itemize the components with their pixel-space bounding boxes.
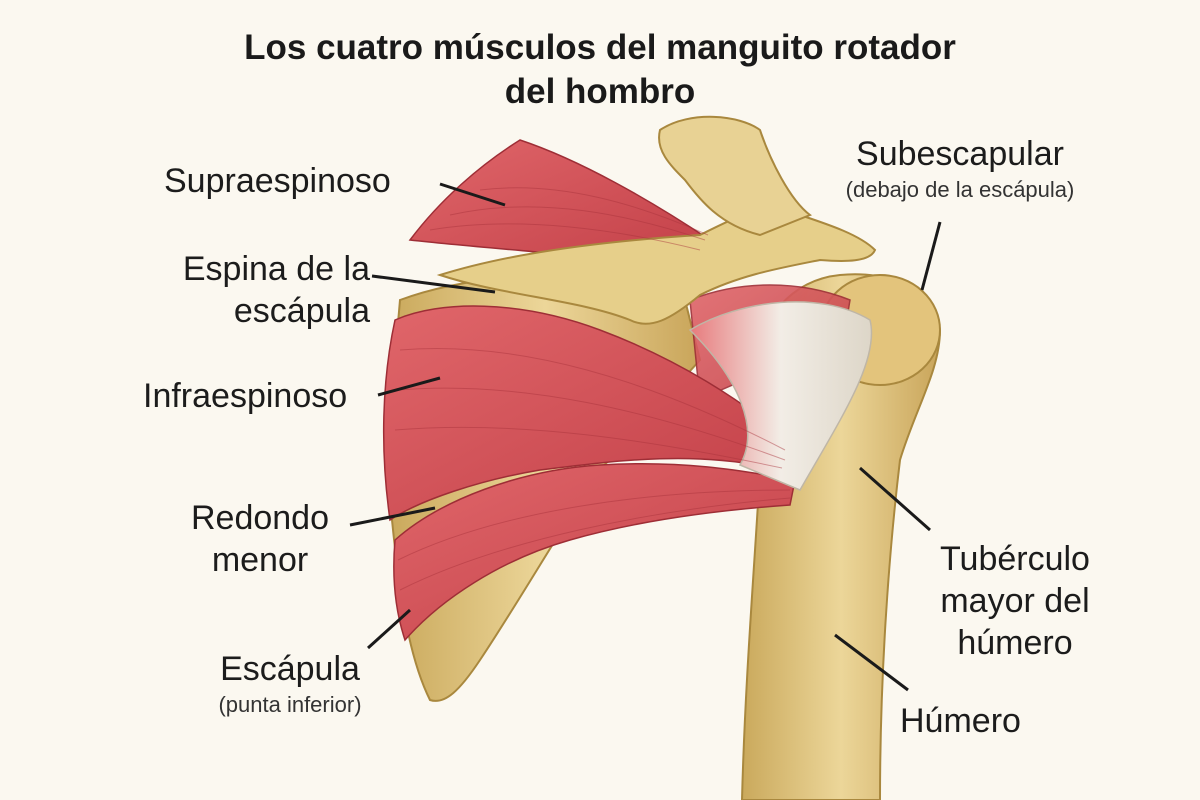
- scapular-spine-acromion: [436, 207, 877, 325]
- leader-subescapular: [920, 221, 942, 291]
- label-infraespinoso: Infraespinoso: [143, 377, 348, 415]
- diagram-title: Los cuatro músculos del manguito rotador…: [150, 26, 1050, 114]
- label-tuberculo-mayor: Tubérculo mayor del húmero: [940, 540, 1090, 662]
- leader-redondo: [349, 506, 436, 527]
- leader-espina: [371, 274, 496, 294]
- leader-tuberculo: [859, 466, 931, 532]
- label-supraespinoso: Supraespinoso: [164, 162, 391, 200]
- teres-minor-muscle: [393, 462, 796, 642]
- muscle-fibers: [394, 187, 791, 591]
- label-humero: Húmero: [900, 702, 1021, 740]
- infraspinatus-muscle: [382, 305, 791, 522]
- leader-lines: [349, 182, 942, 692]
- title-line-1: Los cuatro músculos del manguito rotador: [244, 28, 956, 67]
- label-redondo-menor: Redondo menor: [190, 499, 329, 579]
- leader-supraespinoso: [439, 182, 506, 207]
- title-line-2: del hombro: [504, 72, 696, 111]
- leader-infraespinoso: [377, 376, 441, 397]
- label-espina-escapula: Espina de la escápula: [182, 250, 370, 330]
- label-subescapular: Subescapular (debajo de la escápula): [845, 135, 1075, 202]
- acromion-process: [658, 115, 813, 237]
- label-escapula: Escápula (punta inferior): [218, 650, 362, 717]
- leader-humero: [834, 633, 909, 692]
- leader-escapula: [366, 608, 412, 650]
- rotator-cuff-tendon: [688, 301, 873, 491]
